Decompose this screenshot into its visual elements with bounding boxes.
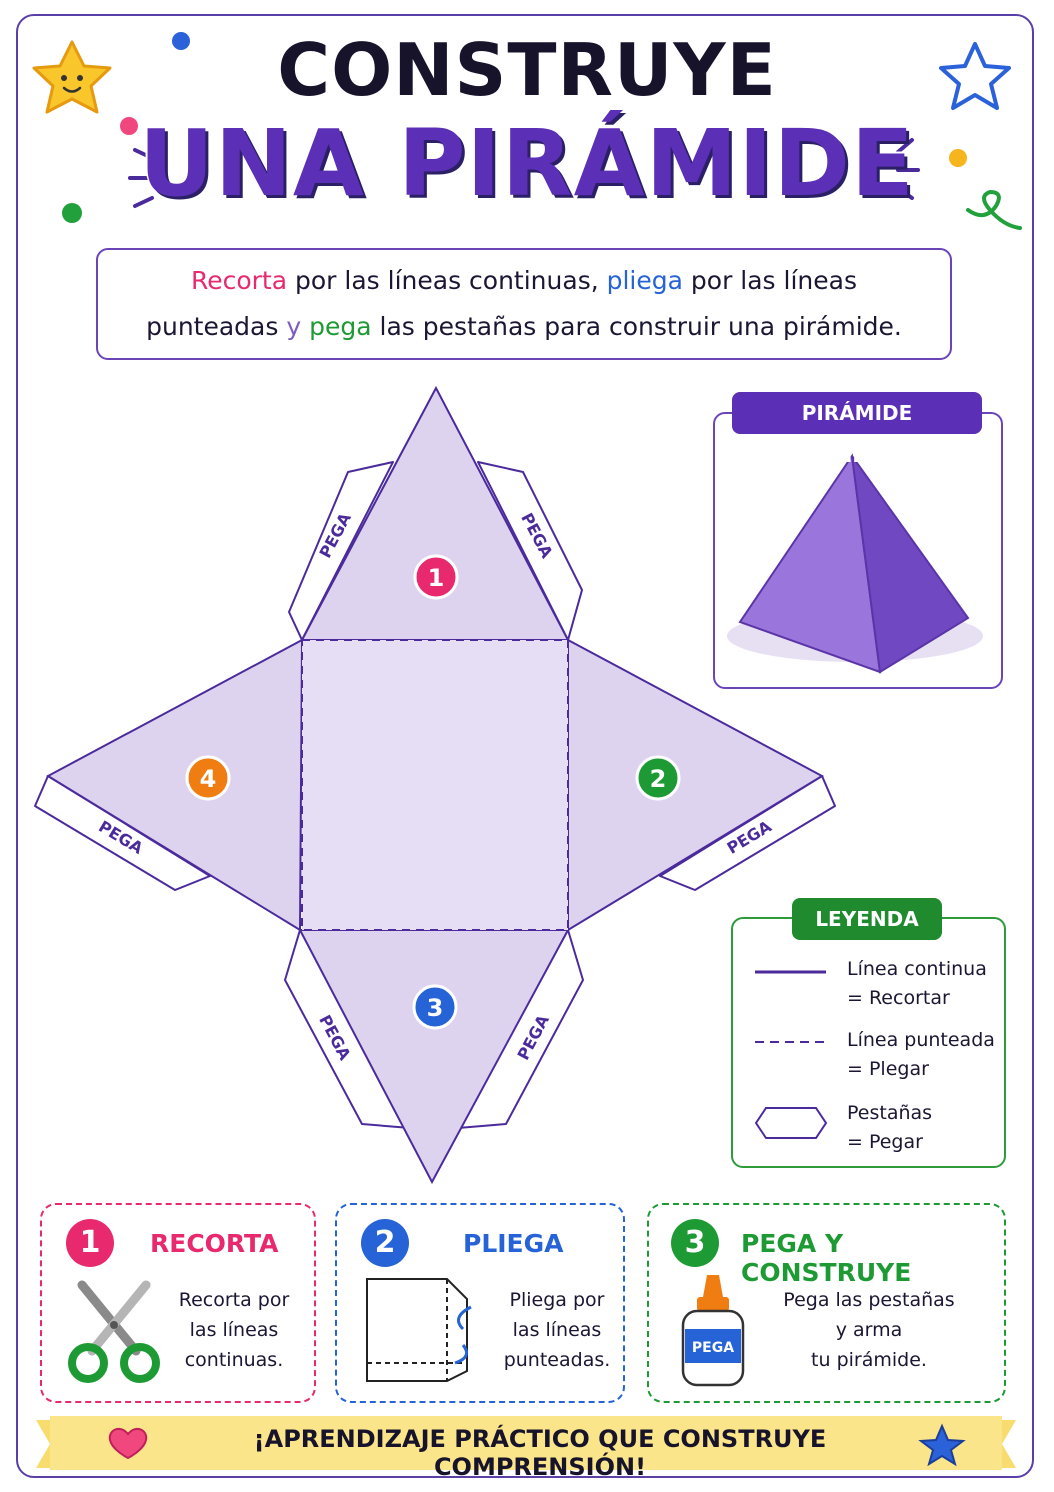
fold-paper-icon	[366, 1278, 472, 1382]
dot-icon	[172, 32, 190, 50]
word-pliega: pliega	[606, 266, 683, 295]
burst-left-icon	[128, 148, 154, 208]
legend-item: Pestañas= Pegar	[847, 1102, 933, 1153]
burst-right-icon	[896, 138, 920, 200]
word-pega: pega	[309, 312, 372, 341]
heart-icon	[108, 1427, 148, 1460]
face-number: 4	[200, 765, 217, 793]
step-pega-construye: 3 PEGA Y CONSTRUYE PEGA Pega las pestaña…	[647, 1203, 1006, 1403]
dot-icon	[949, 149, 967, 167]
legend-item: Línea punteada= Plegar	[847, 1029, 995, 1080]
star-icon	[918, 1423, 966, 1467]
legend-item: Línea continua= Recortar	[847, 958, 987, 1009]
instructions-box: Recorta por las líneas continuas, pliega…	[96, 248, 952, 360]
face-number: 1	[428, 564, 445, 592]
glue-bottle-icon: PEGA	[681, 1275, 745, 1387]
step-title: RECORTA	[150, 1229, 279, 1258]
title-line-2: UNA PIRÁMIDE	[139, 110, 915, 217]
tab-shape-icon	[754, 1107, 828, 1139]
step-number: 1	[66, 1219, 114, 1267]
banner-text: ¡APRENDIZAJE PRÁCTICO QUE CONSTRUYE COMP…	[253, 1425, 827, 1481]
legend-symbols	[754, 970, 828, 1139]
finished-pyramid-illustration	[727, 453, 983, 674]
scissors-icon	[68, 1280, 160, 1383]
glue-tab	[659, 775, 836, 891]
step-title: PEGA Y CONSTRUYE	[741, 1229, 912, 1287]
step-number: 2	[361, 1219, 409, 1267]
fold-lines	[301, 639, 569, 931]
banner	[36, 1416, 1016, 1470]
glue-label: PEGA	[692, 1340, 734, 1356]
squiggle-icon	[966, 189, 1022, 230]
face-number: 3	[427, 994, 444, 1022]
base-square	[302, 640, 568, 930]
smiling-star-icon	[32, 40, 112, 114]
face-number: 2	[650, 765, 667, 793]
finished-pyramid-label: PIRÁMIDE TERMINADA	[732, 392, 982, 467]
word-recorta: Recorta	[190, 266, 288, 295]
instructions-line-1: Recorta por las líneas continuas, pliega…	[190, 266, 857, 295]
step-number: 3	[671, 1219, 719, 1267]
dot-icon	[120, 117, 138, 135]
pyramid-net: PEGA PEGA PEGA PEGA PEGA PEGA 1 2 3 4	[34, 385, 836, 1185]
step-title: PLIEGA	[463, 1229, 564, 1258]
decorations	[32, 32, 1022, 230]
instructions-line-2: punteadas y pega las pestañas para const…	[146, 312, 902, 341]
title-line-1: CONSTRUYE	[277, 28, 777, 112]
outline-star-icon	[939, 42, 1011, 110]
dot-icon	[62, 203, 82, 223]
page-frame	[16, 14, 1034, 1478]
legend-title: LEYENDA	[792, 898, 942, 940]
